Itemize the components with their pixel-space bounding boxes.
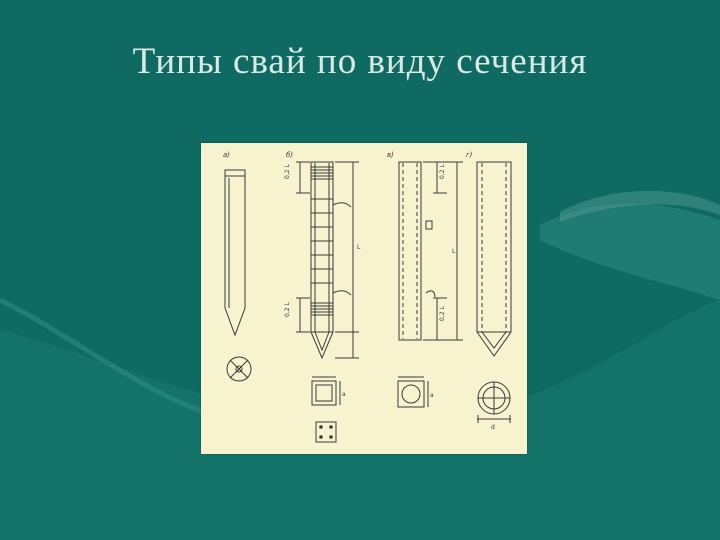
pile-g-elevation [476, 161, 512, 357]
pile-g-section [477, 381, 511, 423]
pile-types-drawing: а) б) в) г) 0,2 L 0,2 L L 0,2 L 0,2 L L … [201, 143, 527, 454]
panel-label-a: а) [223, 151, 230, 159]
pile-v-dimensions [423, 161, 463, 341]
pile-b-elevation [310, 161, 352, 360]
pile-v-section [397, 376, 429, 408]
panel-label-b: б) [286, 151, 293, 159]
dim-label-length-v: L [452, 248, 456, 255]
pile-v-elevation [398, 161, 436, 341]
dim-label-top-v: 0,2 L [439, 164, 446, 179]
dim-label-section-b: a [342, 391, 346, 398]
dim-label-section-v: a [430, 392, 434, 399]
pile-a-elevation [224, 169, 246, 337]
dim-label-length-b: L [357, 244, 361, 251]
pile-b-section [311, 376, 341, 443]
dim-label-bottom-b: 0,2 L [284, 302, 291, 317]
dim-label-section-g: d [491, 424, 495, 431]
slide-title: Типы свай по виду сечения [132, 41, 588, 82]
dim-label-top-b: 0,2 L [284, 164, 291, 179]
panel-label-v: в) [387, 151, 394, 159]
panel-label-g: г) [466, 151, 473, 159]
pile-b-dimensions [296, 161, 359, 359]
pile-sections-diagram: а) б) в) г) 0,2 L 0,2 L L 0,2 L 0,2 L L … [223, 151, 512, 443]
dim-label-bottom-v: 0,2 L [439, 306, 446, 321]
pile-a-section [226, 356, 252, 382]
